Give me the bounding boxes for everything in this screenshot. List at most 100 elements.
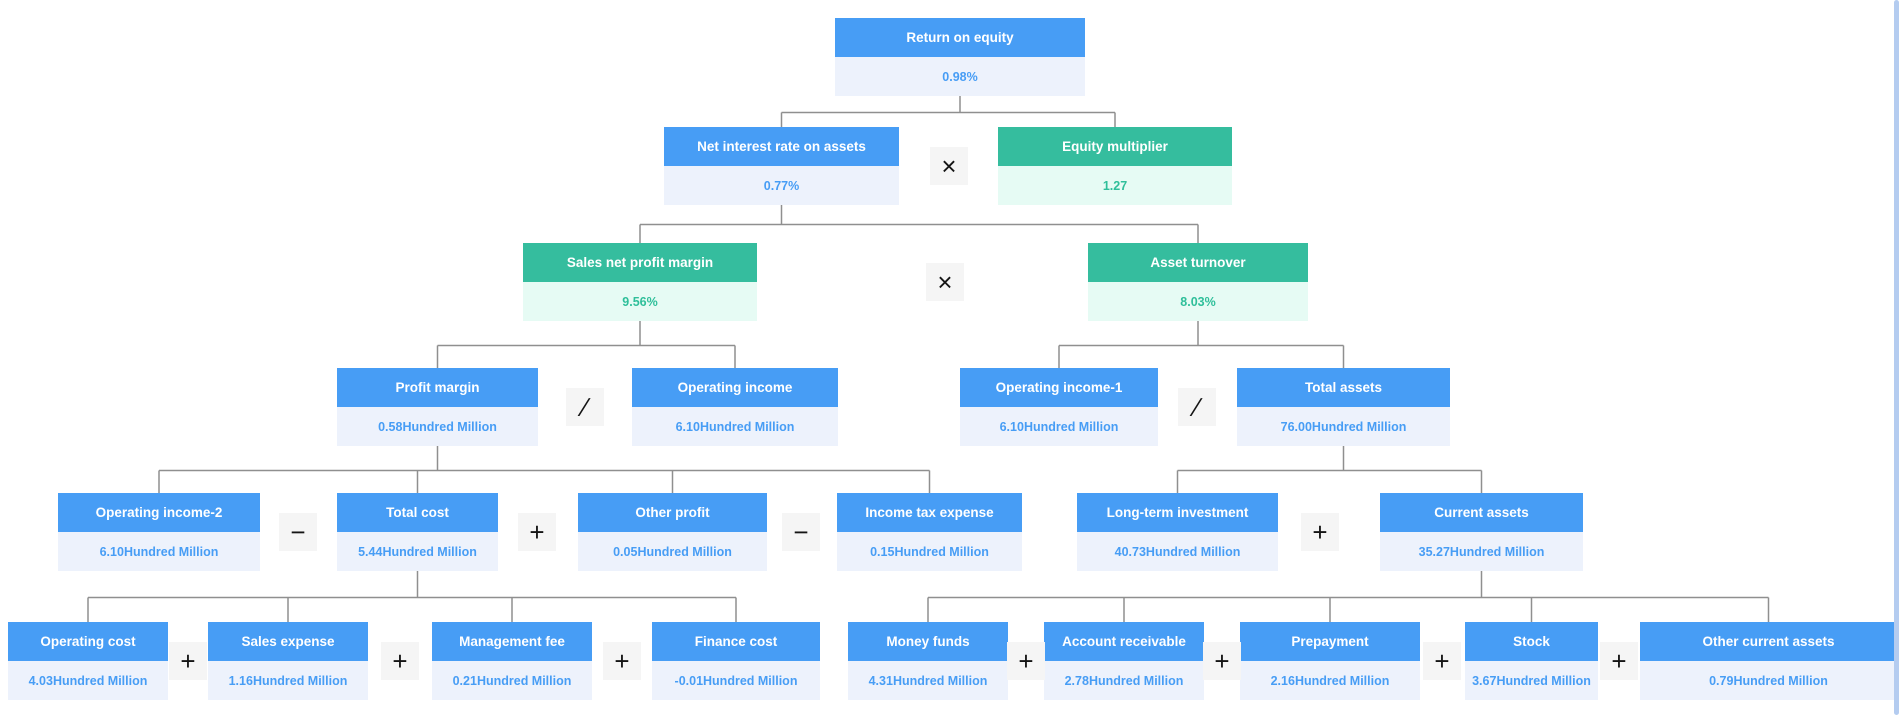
node-prepayment[interactable]: Prepayment 2.16Hundred Million [1240, 622, 1420, 700]
operator-symbol: + [614, 646, 630, 676]
plus-operator-icon: + [1600, 642, 1638, 680]
minus-operator-icon: − [782, 513, 820, 551]
node-title: Operating income [632, 368, 838, 407]
plus-operator-icon: + [1301, 513, 1339, 551]
node-account-receivable[interactable]: Account receivable 2.78Hundred Million [1044, 622, 1204, 700]
operator-symbol: + [529, 517, 545, 547]
node-title: Return on equity [835, 18, 1085, 57]
node-value: 6.10Hundred Million [58, 532, 260, 571]
node-title: Operating income-1 [960, 368, 1158, 407]
node-equity-multiplier[interactable]: Equity multiplier 1.27 [998, 127, 1232, 205]
node-title: Current assets [1380, 493, 1583, 532]
node-title: Other current assets [1640, 622, 1897, 661]
node-title: Operating income-2 [58, 493, 260, 532]
node-value: 2.78Hundred Million [1044, 661, 1204, 700]
operator-symbol: + [1434, 646, 1450, 676]
node-title: Prepayment [1240, 622, 1420, 661]
operator-symbol: + [1312, 517, 1328, 547]
node-title: Sales expense [208, 622, 368, 661]
node-title: Operating cost [8, 622, 168, 661]
node-sales-net-profit-margin[interactable]: Sales net profit margin 9.56% [523, 243, 757, 321]
node-other-profit[interactable]: Other profit 0.05Hundred Million [578, 493, 767, 571]
node-value: -0.01Hundred Million [652, 661, 820, 700]
plus-operator-icon: + [1423, 642, 1461, 680]
node-title: Management fee [432, 622, 592, 661]
plus-operator-icon: + [603, 642, 641, 680]
node-value: 4.31Hundred Million [848, 661, 1008, 700]
node-operating-income[interactable]: Operating income 6.10Hundred Million [632, 368, 838, 446]
node-title: Net interest rate on assets [664, 127, 899, 166]
operator-symbol: + [1611, 646, 1627, 676]
node-value: 4.03Hundred Million [8, 661, 168, 700]
plus-operator-icon: + [518, 513, 556, 551]
node-total-cost[interactable]: Total cost 5.44Hundred Million [337, 493, 498, 571]
node-title: Equity multiplier [998, 127, 1232, 166]
operator-symbol: × [941, 151, 957, 181]
node-value: 5.44Hundred Million [337, 532, 498, 571]
multiply-operator-icon: × [930, 147, 968, 185]
node-sales-expense[interactable]: Sales expense 1.16Hundred Million [208, 622, 368, 700]
node-long-term-investment[interactable]: Long-term investment 40.73Hundred Millio… [1077, 493, 1278, 571]
minus-operator-icon: − [279, 513, 317, 551]
node-stock[interactable]: Stock 3.67Hundred Million [1465, 622, 1598, 700]
node-title: Other profit [578, 493, 767, 532]
divide-operator-icon: ∕ [566, 388, 604, 426]
node-operating-income-2[interactable]: Operating income-2 6.10Hundred Million [58, 493, 260, 571]
node-management-fee[interactable]: Management fee 0.21Hundred Million [432, 622, 592, 700]
node-value: 0.58Hundred Million [337, 407, 538, 446]
node-net-interest-rate[interactable]: Net interest rate on assets 0.77% [664, 127, 899, 205]
divide-operator-icon: ∕ [1178, 388, 1216, 426]
node-value: 0.21Hundred Million [432, 661, 592, 700]
plus-operator-icon: + [1203, 642, 1241, 680]
node-value: 1.16Hundred Million [208, 661, 368, 700]
connector-lines [87, 96, 1770, 622]
node-title: Asset turnover [1088, 243, 1308, 282]
node-value: 0.98% [835, 57, 1085, 96]
operator-symbol: ∕ [1194, 392, 1200, 422]
node-value: 40.73Hundred Million [1077, 532, 1278, 571]
plus-operator-icon: + [381, 642, 419, 680]
node-title: Profit margin [337, 368, 538, 407]
node-value: 3.67Hundred Million [1465, 661, 1598, 700]
node-operating-cost[interactable]: Operating cost 4.03Hundred Million [8, 622, 168, 700]
multiply-operator-icon: × [926, 263, 964, 301]
operator-symbol: ∕ [582, 392, 588, 422]
node-money-funds[interactable]: Money funds 4.31Hundred Million [848, 622, 1008, 700]
node-value: 0.15Hundred Million [837, 532, 1022, 571]
operator-symbol: + [180, 646, 196, 676]
node-title: Account receivable [1044, 622, 1204, 661]
node-asset-turnover[interactable]: Asset turnover 8.03% [1088, 243, 1308, 321]
node-value: 0.79Hundred Million [1640, 661, 1897, 700]
node-value: 8.03% [1088, 282, 1308, 321]
node-income-tax-expense[interactable]: Income tax expense 0.15Hundred Million [837, 493, 1022, 571]
node-operating-income-1[interactable]: Operating income-1 6.10Hundred Million [960, 368, 1158, 446]
node-other-current-assets[interactable]: Other current assets 0.79Hundred Million [1640, 622, 1897, 700]
node-total-assets[interactable]: Total assets 76.00Hundred Million [1237, 368, 1450, 446]
node-profit-margin[interactable]: Profit margin 0.58Hundred Million [337, 368, 538, 446]
node-value: 76.00Hundred Million [1237, 407, 1450, 446]
node-value: 6.10Hundred Million [960, 407, 1158, 446]
node-title: Income tax expense [837, 493, 1022, 532]
node-value: 0.05Hundred Million [578, 532, 767, 571]
plus-operator-icon: + [1007, 642, 1045, 680]
node-value: 35.27Hundred Million [1380, 532, 1583, 571]
node-return-on-equity[interactable]: Return on equity 0.98% [835, 18, 1085, 96]
node-value: 9.56% [523, 282, 757, 321]
node-value: 2.16Hundred Million [1240, 661, 1420, 700]
operator-symbol: − [290, 517, 306, 547]
operator-symbol: + [1018, 646, 1034, 676]
node-title: Long-term investment [1077, 493, 1278, 532]
operator-symbol: + [392, 646, 408, 676]
operator-symbol: + [1214, 646, 1230, 676]
node-title: Total cost [337, 493, 498, 532]
node-title: Sales net profit margin [523, 243, 757, 282]
node-current-assets[interactable]: Current assets 35.27Hundred Million [1380, 493, 1583, 571]
node-title: Total assets [1237, 368, 1450, 407]
plus-operator-icon: + [169, 642, 207, 680]
vertical-scrollbar[interactable] [1894, 0, 1899, 715]
node-title: Finance cost [652, 622, 820, 661]
node-finance-cost[interactable]: Finance cost -0.01Hundred Million [652, 622, 820, 700]
node-value: 1.27 [998, 166, 1232, 205]
node-value: 6.10Hundred Million [632, 407, 838, 446]
